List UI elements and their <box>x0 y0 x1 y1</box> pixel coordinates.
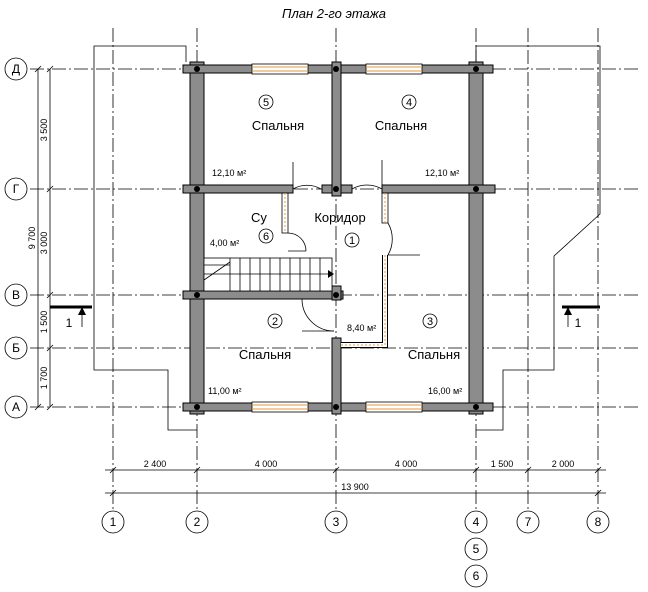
staircase <box>203 257 334 292</box>
room-1-number: 1 <box>349 235 355 247</box>
room-3-area: 16,00 м² <box>428 386 462 396</box>
axis-col-4: 4 <box>473 515 480 529</box>
room-4-area: 12,10 м² <box>425 168 459 178</box>
room-3-number: 3 <box>427 316 433 328</box>
dim-bottom-2: 4 000 <box>255 459 278 469</box>
axis-col-2: 2 <box>194 515 201 529</box>
dim-left-4: 1 700 <box>39 367 49 390</box>
dim-left-3: 1 500 <box>39 311 49 334</box>
room-3-name: Спальня <box>408 347 460 362</box>
room-1-area: 8,40 м² <box>347 323 376 333</box>
log-corners <box>194 66 479 410</box>
section-mark-left: 1 <box>66 316 73 330</box>
axis-grid-vertical <box>112 28 599 510</box>
axis-row-d: Д <box>12 62 20 76</box>
dim-left-1: 3 500 <box>39 119 49 142</box>
axis-col-7: 7 <box>525 515 532 529</box>
room-4-number: 4 <box>406 97 412 109</box>
axis-col-8: 8 <box>595 515 602 529</box>
room-2-area: 11,00 м² <box>208 386 242 396</box>
room-2-name: Спальня <box>239 347 291 362</box>
axis-col-5: 5 <box>473 542 480 556</box>
dim-bottom-3: 4 000 <box>395 459 418 469</box>
plan-title: План 2-го этажа <box>282 6 386 21</box>
axis-row-g: Г <box>13 182 20 196</box>
room-1-name: Коридор <box>314 210 365 225</box>
column-axis-markers: 1 2 3 4 5 6 7 8 <box>101 510 610 588</box>
room-4-name: Спальня <box>375 118 427 133</box>
dim-bottom-1: 2 400 <box>144 459 167 469</box>
dim-left-2: 3 000 <box>39 232 49 255</box>
windows <box>251 63 423 413</box>
axis-col-6: 6 <box>473 569 480 583</box>
room-6-area: 4,00 м² <box>210 238 239 248</box>
row-axis-markers: Д Г В Б А <box>4 57 28 419</box>
doors <box>287 160 420 332</box>
left-dimension-chain: 3 500 3 000 1 500 1 700 9 700 <box>27 65 54 411</box>
roof-outline <box>93 45 601 431</box>
room-labels: 5 Спальня 12,10 м² 4 Спальня 12,10 м² Су… <box>208 94 462 396</box>
room-2-number: 2 <box>272 316 278 328</box>
room-5-number: 5 <box>263 97 269 109</box>
axis-row-b: Б <box>12 341 20 355</box>
axis-col-1: 1 <box>110 515 117 529</box>
dim-left-total: 9 700 <box>27 227 37 250</box>
axis-col-3: 3 <box>333 515 340 529</box>
room-5-name: Спальня <box>252 118 304 133</box>
axis-row-a: А <box>12 400 20 414</box>
room-6-name: Су <box>251 210 267 225</box>
dim-bottom-total: 13 900 <box>341 482 369 492</box>
room-5-area: 12,10 м² <box>212 168 246 178</box>
dim-bottom-5: 2 000 <box>552 459 575 469</box>
room-6-number: 6 <box>263 231 269 243</box>
section-marks: 1 1 <box>50 305 600 330</box>
section-mark-right: 1 <box>575 316 582 330</box>
partitions <box>281 192 389 348</box>
axis-row-v: В <box>12 288 20 302</box>
bottom-dimension-chain: 2 400 4 000 4 000 1 500 2 000 13 900 <box>105 459 606 497</box>
dim-bottom-4: 1 500 <box>491 459 514 469</box>
